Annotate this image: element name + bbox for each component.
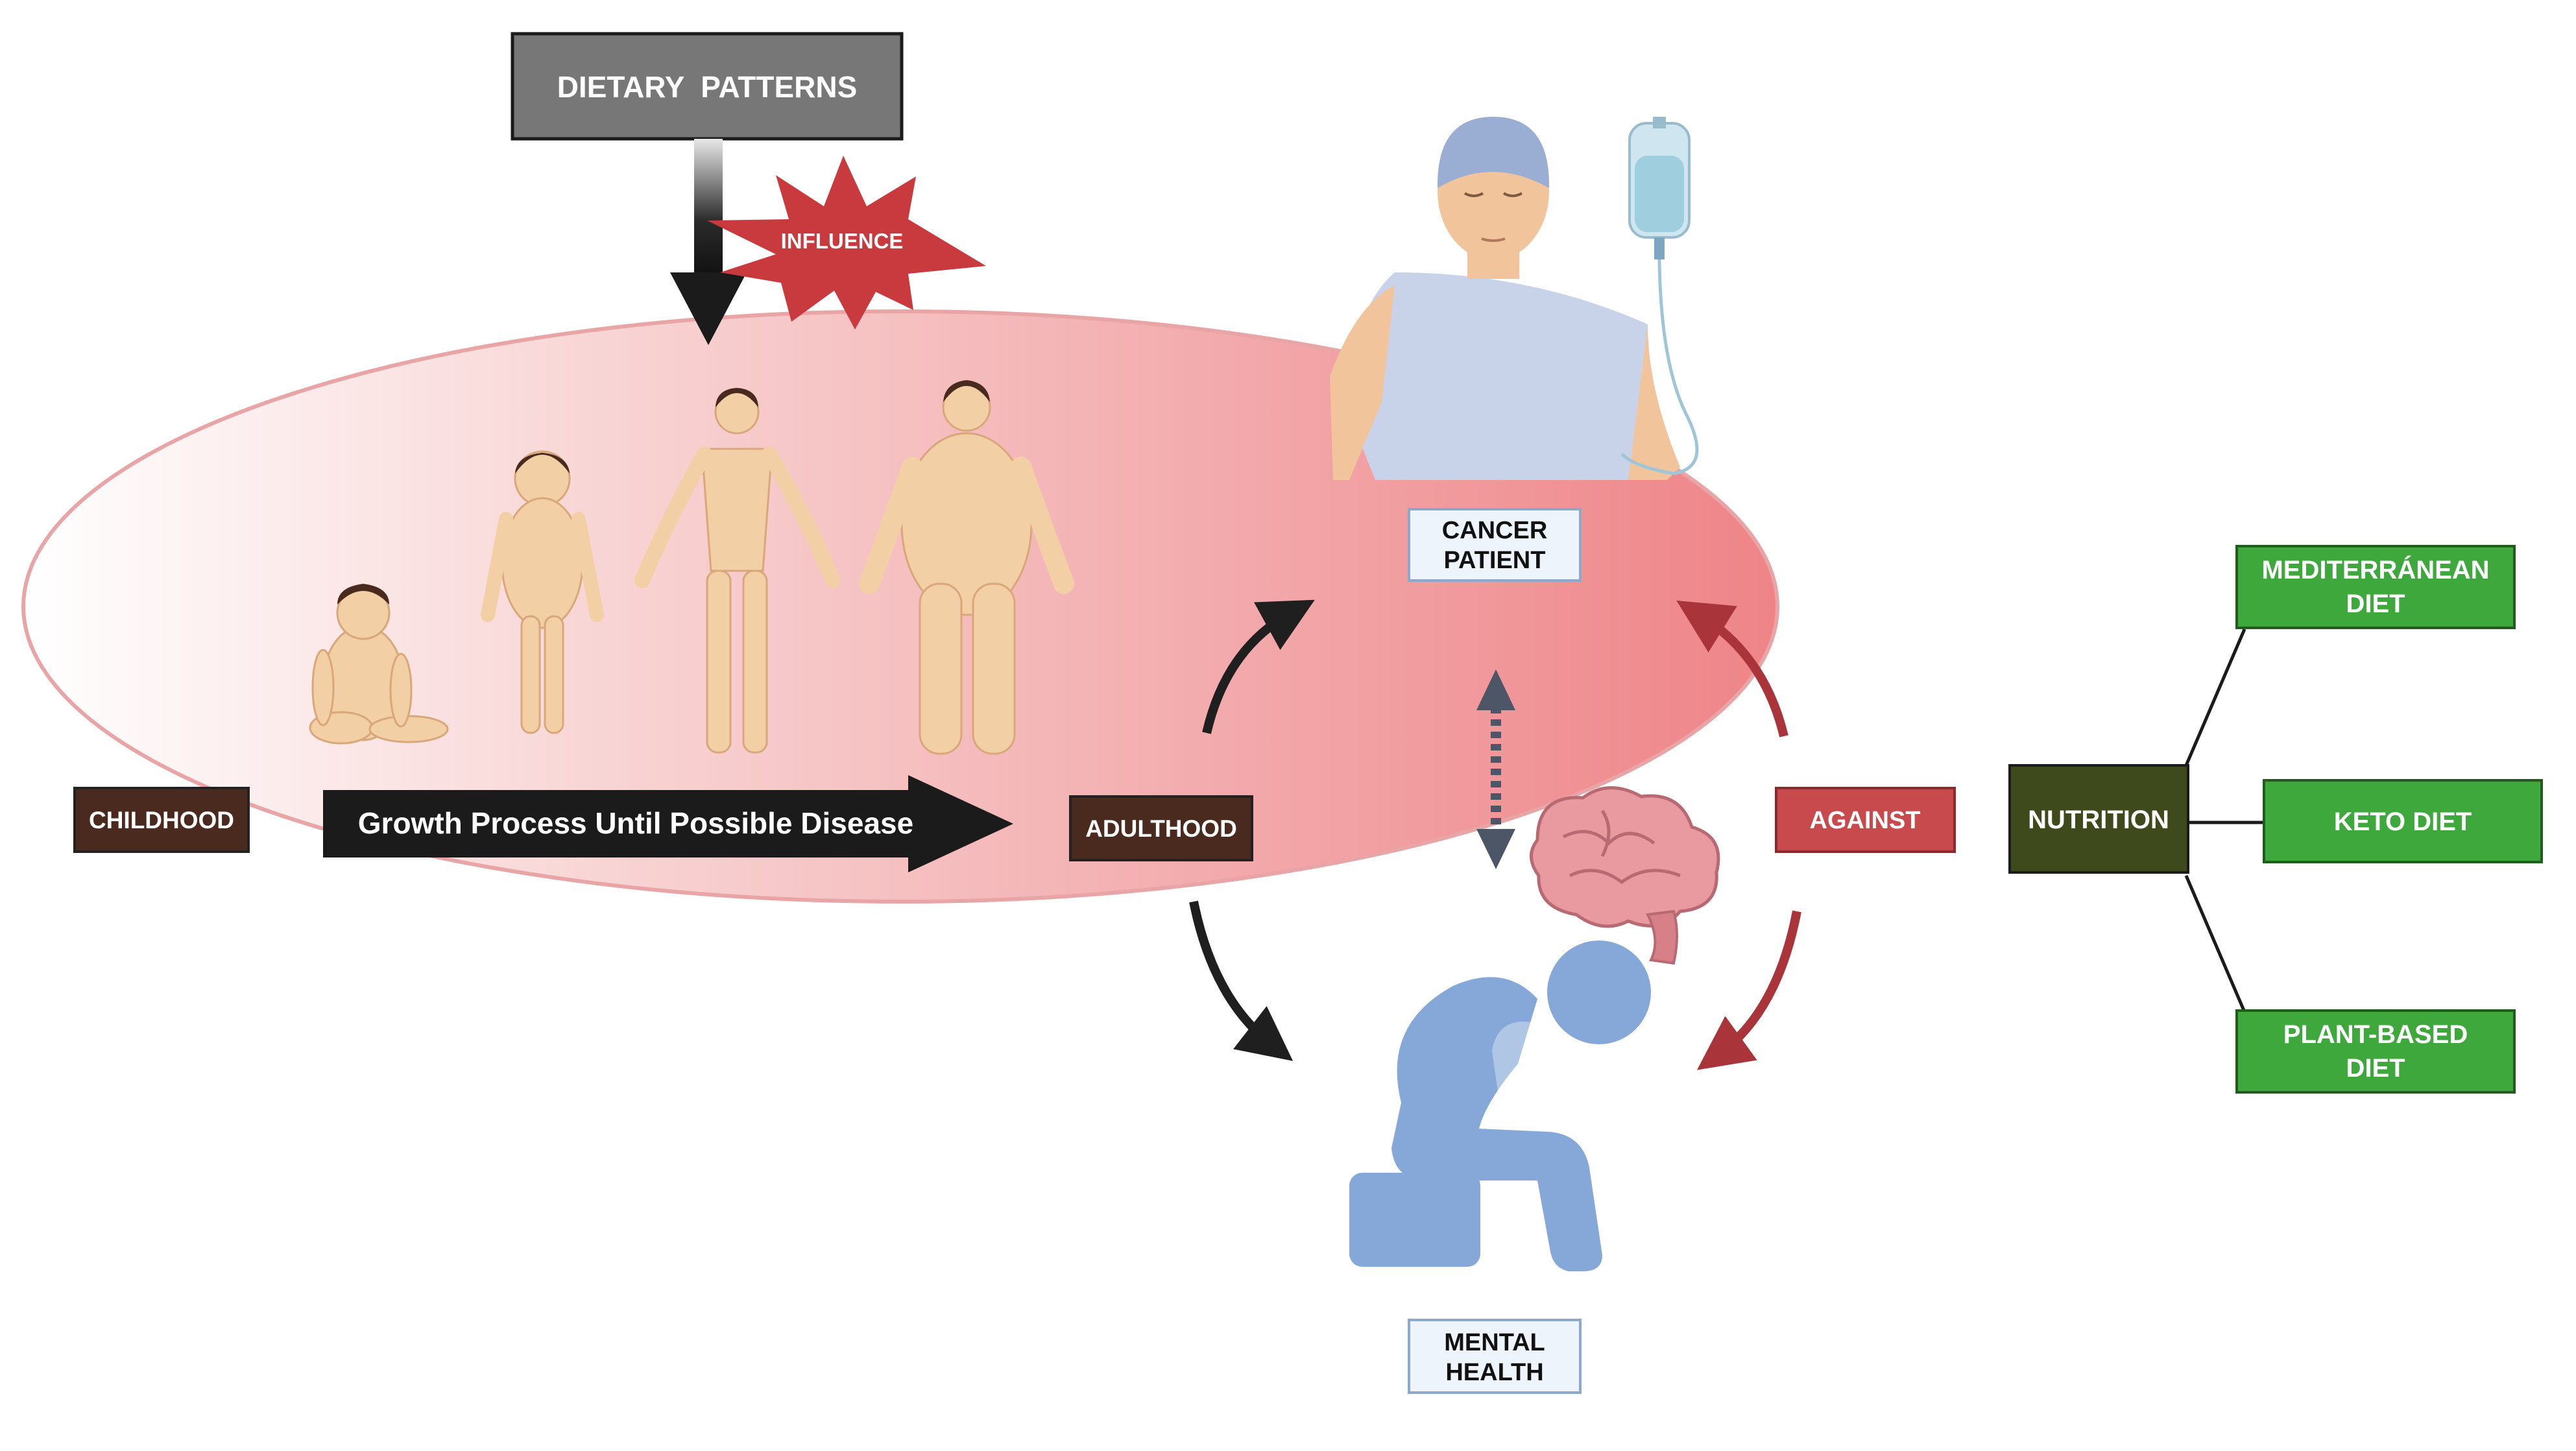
cancer-patient-label-1: CANCER	[1442, 517, 1548, 544]
bidirectional-dotted-arrow	[1476, 669, 1515, 869]
depressed-person-icon	[1349, 941, 1651, 1271]
plant-based-diet-label-2: DIET	[2346, 1054, 2405, 1083]
brain-icon	[1530, 786, 1720, 965]
cancer-patient-box: CANCER PATIENT	[1408, 508, 1582, 582]
influence-label: INFLUENCE	[781, 229, 904, 253]
against-to-cancer-arrow	[1676, 600, 1788, 737]
keto-diet-box: KETO DIET	[2263, 779, 2543, 863]
adult-slim-icon	[634, 388, 841, 754]
keto-diet-label: KETO DIET	[2334, 808, 2472, 836]
influence-starburst: INFLUENCE	[707, 156, 986, 330]
growth-process-label: Growth Process Until Possible Disease	[358, 806, 913, 840]
mediterranean-diet-box: MEDITERRÁNEAN DIET	[2235, 545, 2516, 629]
mental-health-box: MENTAL HEALTH	[1408, 1319, 1582, 1394]
plant-based-diet-label-1: PLANT-BASED	[2283, 1020, 2468, 1049]
nutrition-box: NUTRITION	[2008, 764, 2189, 874]
adulthood-to-cancer-arrow	[1202, 599, 1315, 734]
adulthood-box: ADULTHOOD	[1069, 795, 1253, 861]
cancer-patient-icon	[1330, 117, 1680, 480]
against-label: AGAINST	[1810, 807, 1921, 834]
against-box: AGAINST	[1775, 787, 1956, 853]
mental-health-label-1: MENTAL	[1444, 1329, 1545, 1356]
cancer-patient-label-2: PATIENT	[1444, 547, 1546, 574]
iv-bag-icon	[1620, 117, 1699, 475]
adulthood-label: ADULTHOOD	[1085, 815, 1237, 842]
influence-arrow	[670, 139, 747, 345]
childhood-label: CHILDHOOD	[89, 807, 234, 833]
baby-icon	[309, 584, 449, 745]
growth-process-arrow: Growth Process Until Possible Disease	[323, 775, 1013, 872]
adulthood-to-mental-arrow	[1189, 900, 1294, 1061]
mental-health-label-2: HEALTH	[1445, 1359, 1543, 1386]
dietary-patterns-box: DIETARY PATTERNS	[511, 32, 904, 141]
mediterranean-diet-label-1: MEDITERRÁNEAN	[2261, 555, 2489, 584]
toddler-icon	[481, 450, 604, 734]
childhood-box: CHILDHOOD	[73, 787, 250, 853]
dietary-patterns-label: DIETARY PATTERNS	[557, 70, 858, 104]
mediterranean-diet-label-2: DIET	[2346, 590, 2405, 618]
plant-based-diet-box: PLANT-BASED DIET	[2235, 1009, 2516, 1094]
adult-obese-icon	[859, 380, 1074, 755]
against-to-mental-arrow	[1696, 910, 1801, 1070]
nutrition-label: NUTRITION	[2028, 806, 2169, 834]
nutrition-connectors	[2184, 629, 2269, 1013]
